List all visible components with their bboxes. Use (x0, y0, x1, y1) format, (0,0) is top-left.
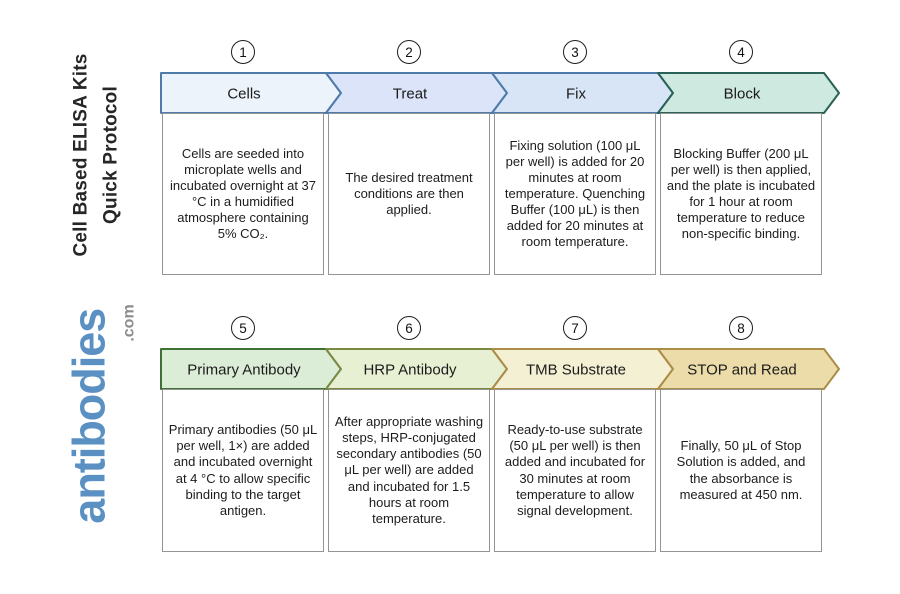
step-number-3: 3 (571, 44, 579, 60)
step-number-badge-4: 4 (729, 40, 753, 64)
step-description-8: Finally, 50 μL of Stop Solution is added… (676, 438, 806, 502)
step-number-row-2: 5 6 7 8 (160, 316, 824, 340)
banner-label-primary-antibody: Primary Antibody (187, 362, 301, 379)
banner-row-1: Cells Treat Fix Block (160, 72, 840, 114)
step-number-badge-8: 8 (729, 316, 753, 340)
step-description-box-8: Finally, 50 μL of Stop Solution is added… (660, 389, 822, 552)
banner-label-block: Block (724, 86, 761, 103)
step-number-badge-6: 6 (397, 316, 421, 340)
step-number-2: 2 (405, 44, 413, 60)
step-description-box-3: Fixing solution (100 μL per well) is add… (494, 113, 656, 275)
description-row-1: Cells are seeded into microplate wells a… (160, 113, 824, 275)
banner-label-hrp-antibody: HRP Antibody (363, 362, 457, 379)
banner-row-2: Primary Antibody HRP Antibody TMB Substr… (160, 348, 840, 390)
step-number-badge-7: 7 (563, 316, 587, 340)
banner-block (657, 72, 840, 114)
step-number-badge-1: 1 (231, 40, 255, 64)
banner-label-cells: Cells (227, 86, 260, 103)
step-description-1: Cells are seeded into microplate wells a… (170, 145, 316, 242)
banner-label-stop-and-read: STOP and Read (687, 362, 797, 379)
step-description-7: Ready-to-use substrate (50 μL per well) … (504, 422, 646, 518)
step-number-8: 8 (737, 320, 745, 336)
step-number-7: 7 (571, 320, 579, 336)
step-number-badge-3: 3 (563, 40, 587, 64)
step-number-6: 6 (405, 320, 413, 336)
banner-label-fix: Fix (566, 86, 586, 103)
step-number-1: 1 (239, 44, 247, 60)
step-description-3: Fixing solution (100 μL per well) is add… (504, 137, 646, 250)
step-description-box-1: Cells are seeded into microplate wells a… (162, 113, 324, 275)
step-description-box-2: The desired treatment conditions are the… (328, 113, 490, 275)
step-description-box-7: Ready-to-use substrate (50 μL per well) … (494, 389, 656, 552)
description-row-2: Primary antibodies (50 μL per well, 1×) … (160, 389, 824, 552)
step-description-box-4: Blocking Buffer (200 μL per well) is the… (660, 113, 822, 275)
step-description-4: Blocking Buffer (200 μL per well) is the… (666, 145, 816, 242)
logo-text: antibodies (64, 308, 115, 524)
step-number-4: 4 (737, 44, 745, 60)
step-number-row-1: 1 2 3 4 (160, 40, 824, 64)
step-number-badge-2: 2 (397, 40, 421, 64)
step-number-badge-5: 5 (231, 316, 255, 340)
step-description-box-6: After appropriate washing steps, HRP-con… (328, 389, 490, 552)
title-line-2: Quick Protocol (101, 86, 122, 224)
logo-suffix: .com (121, 304, 138, 342)
step-description-2: The desired treatment conditions are the… (345, 169, 473, 218)
title-line-1: Cell Based ELISA Kits (71, 53, 92, 257)
banner-label-treat: Treat (393, 86, 428, 103)
step-description-6: After appropriate washing steps, HRP-con… (334, 414, 484, 526)
step-number-5: 5 (239, 320, 247, 336)
step-description-box-5: Primary antibodies (50 μL per well, 1×) … (162, 389, 324, 552)
banner-label-tmb-substrate: TMB Substrate (526, 362, 626, 379)
step-description-5: Primary antibodies (50 μL per well, 1×) … (168, 422, 318, 518)
banner-stop-and-read (657, 348, 840, 390)
